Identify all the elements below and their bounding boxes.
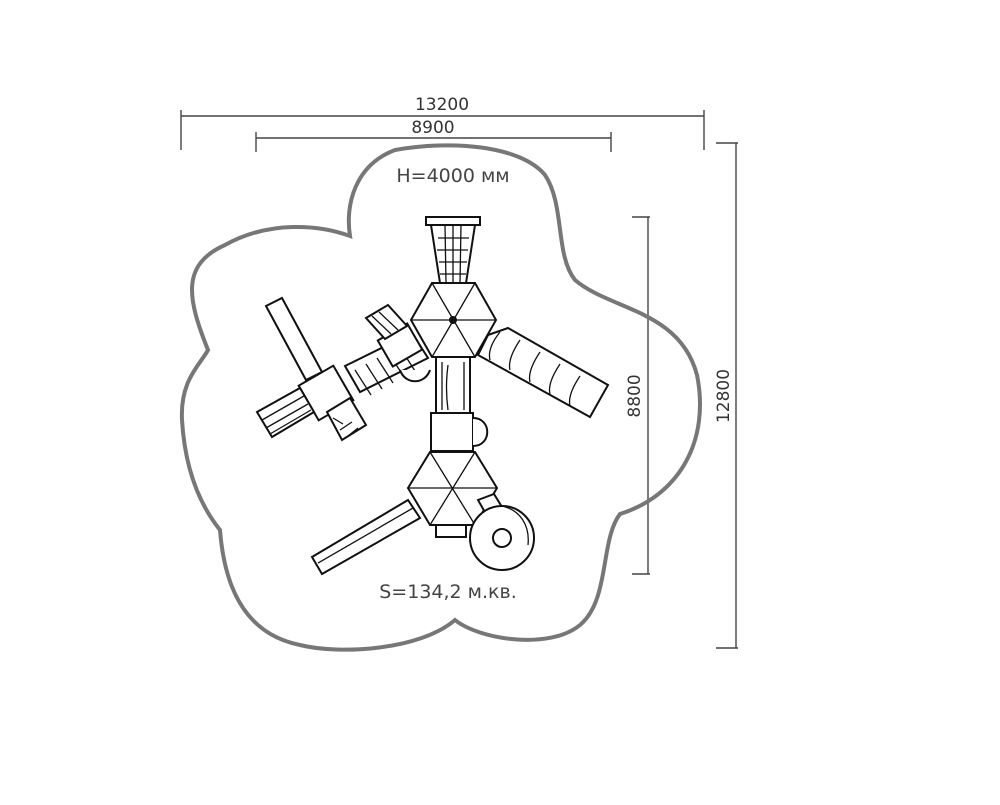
overall-height-label: 12800 — [714, 369, 734, 423]
upper-hex-tower — [409, 282, 498, 416]
area-label: S=134,2 м.кв. — [379, 581, 517, 603]
left-tower — [255, 296, 368, 442]
inner-height-dimension: 8800 — [625, 216, 650, 575]
left-bridge-section — [343, 303, 431, 396]
overall-width-dimension: 13200 — [180, 95, 705, 150]
inner-height-label: 8800 — [625, 374, 645, 417]
straight-slide — [310, 498, 422, 576]
tube-slide — [476, 326, 610, 419]
height-label: H=4000 мм — [396, 165, 509, 187]
climbing-net — [425, 216, 481, 284]
inner-width-dimension: 8900 — [255, 118, 612, 152]
lower-hex-tower — [406, 451, 499, 538]
inner-width-label: 8900 — [411, 118, 454, 138]
spiral-slide — [469, 492, 535, 571]
overall-width-label: 13200 — [415, 95, 469, 115]
overall-height-dimension: 12800 — [714, 142, 738, 649]
safety-zone-outline — [179, 143, 702, 652]
middle-platform — [430, 364, 489, 452]
